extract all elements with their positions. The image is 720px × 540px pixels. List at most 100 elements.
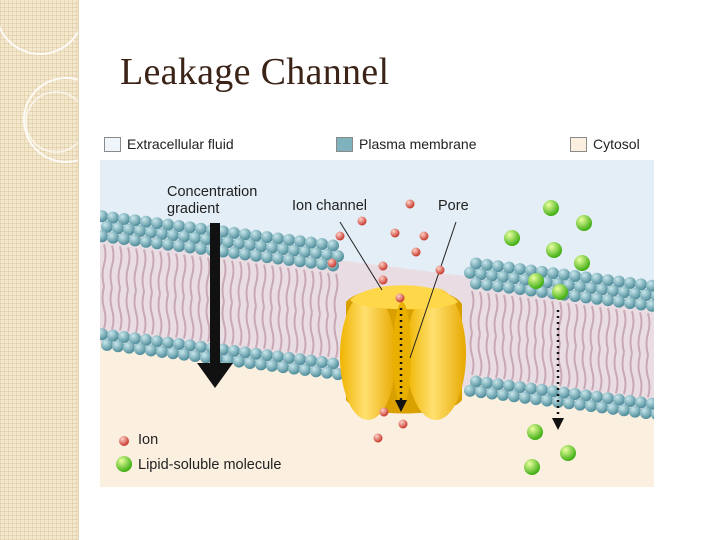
- lipid-head: [464, 384, 476, 397]
- legend-swatch-cytosol: [570, 136, 587, 152]
- lipid-head: [118, 213, 130, 226]
- lipid-head: [123, 223, 135, 236]
- lipid-head: [178, 348, 190, 361]
- lipid-tail: [293, 268, 299, 312]
- lipid-head: [195, 340, 207, 353]
- ion: [335, 231, 345, 241]
- lipid-tail: [181, 296, 187, 339]
- lipid-head: [514, 283, 526, 296]
- lipid-tail: [621, 351, 627, 395]
- legend-cytosol: Cytosol: [570, 136, 640, 152]
- lipid-head: [646, 397, 654, 410]
- key-label: Lipid-soluble molecule: [138, 457, 282, 473]
- lipid-head: [624, 296, 636, 309]
- lipid-tail: [541, 299, 547, 343]
- lipid-tail: [493, 335, 499, 379]
- lipid-head: [167, 347, 179, 360]
- lipid-head: [618, 404, 630, 417]
- lipid-tail: [133, 248, 139, 291]
- lipid-soluble-molecules: [504, 200, 592, 475]
- lipid-tail: [485, 292, 491, 336]
- lipid-head: [151, 237, 163, 250]
- lipid-tail: [509, 295, 515, 339]
- ions: [327, 199, 445, 443]
- lipid-tail: [549, 342, 555, 386]
- lipid-tail: [285, 309, 291, 353]
- gradient-arrow-icon: [197, 223, 233, 388]
- lipid-head: [140, 235, 152, 248]
- lipid-head: [547, 267, 559, 280]
- lipid-tail: [469, 290, 475, 334]
- lipid-head: [101, 338, 113, 351]
- lipid-head: [288, 362, 300, 375]
- lipid-head: [563, 397, 575, 410]
- lipid-head: [145, 344, 157, 357]
- lipid-head: [629, 405, 641, 418]
- lipid-head: [547, 385, 559, 398]
- pore-leader: [409, 221, 457, 359]
- ion-pathway: [395, 308, 407, 412]
- lipid-soluble-molecule: [560, 445, 576, 461]
- legend-label: Cytosol: [593, 136, 640, 152]
- lipid-head: [107, 329, 119, 342]
- lipid-head: [492, 378, 504, 391]
- lipid-head: [514, 381, 526, 394]
- lipid-tail: [565, 344, 571, 388]
- lipid-tail: [525, 297, 531, 341]
- lipid-tail: [573, 345, 579, 389]
- lipid-head: [294, 255, 306, 268]
- lipid-head: [173, 219, 185, 232]
- lipid-tail: [573, 303, 579, 347]
- label-line: Concentration: [167, 184, 258, 200]
- lipid-head: [464, 266, 476, 279]
- lipid-tail: [517, 338, 523, 382]
- lipid-head: [134, 343, 146, 356]
- lipid-head: [470, 257, 482, 270]
- lipid-head: [100, 230, 108, 243]
- lipid-head: [101, 220, 113, 233]
- lipid-tail: [629, 310, 635, 354]
- channel-right-subunit: [406, 288, 466, 420]
- lipid-soluble-molecule: [552, 284, 568, 300]
- lipid-tail: [645, 354, 651, 398]
- lipid-head: [294, 235, 306, 248]
- lipid-head: [519, 273, 531, 286]
- ion: [373, 433, 383, 443]
- lipid-head: [475, 386, 487, 399]
- lipid-soluble-molecule: [524, 459, 540, 475]
- lipid-head: [536, 285, 548, 298]
- lipid-head: [129, 234, 141, 247]
- lipid-head: [294, 353, 306, 366]
- lipid-tail: [525, 339, 531, 383]
- lipid-tail: [541, 341, 547, 385]
- lipid-tail: [317, 313, 323, 357]
- lipid-head: [129, 332, 141, 345]
- lipid-head: [607, 284, 619, 297]
- ion: [411, 247, 421, 257]
- lipid-tail: [533, 340, 539, 384]
- lipid-tail: [581, 304, 587, 348]
- lipid-head: [250, 347, 262, 360]
- lipid-head: [239, 248, 251, 261]
- lipid-tail: [285, 267, 291, 310]
- lipid-tail: [509, 337, 515, 381]
- lipid-head: [112, 340, 124, 353]
- lipid-head: [569, 388, 581, 401]
- lipid-head: [228, 226, 240, 239]
- lipid-head: [470, 277, 482, 290]
- lipid-head: [118, 233, 130, 246]
- ion: [395, 293, 405, 303]
- lipid-head: [200, 351, 212, 364]
- lipid-head: [492, 280, 504, 293]
- channel-left-subunit: [340, 292, 396, 420]
- lipid-head: [244, 356, 256, 369]
- ion: [357, 216, 367, 226]
- lipid-tail: [117, 288, 123, 331]
- lipid-head: [640, 288, 652, 301]
- lipid-head: [541, 276, 553, 289]
- lipid-head: [272, 252, 284, 265]
- lipid-tail: [149, 292, 155, 335]
- lipid-head: [283, 253, 295, 266]
- legend-swatch-extracellular: [104, 136, 121, 152]
- lipid-head: [184, 241, 196, 254]
